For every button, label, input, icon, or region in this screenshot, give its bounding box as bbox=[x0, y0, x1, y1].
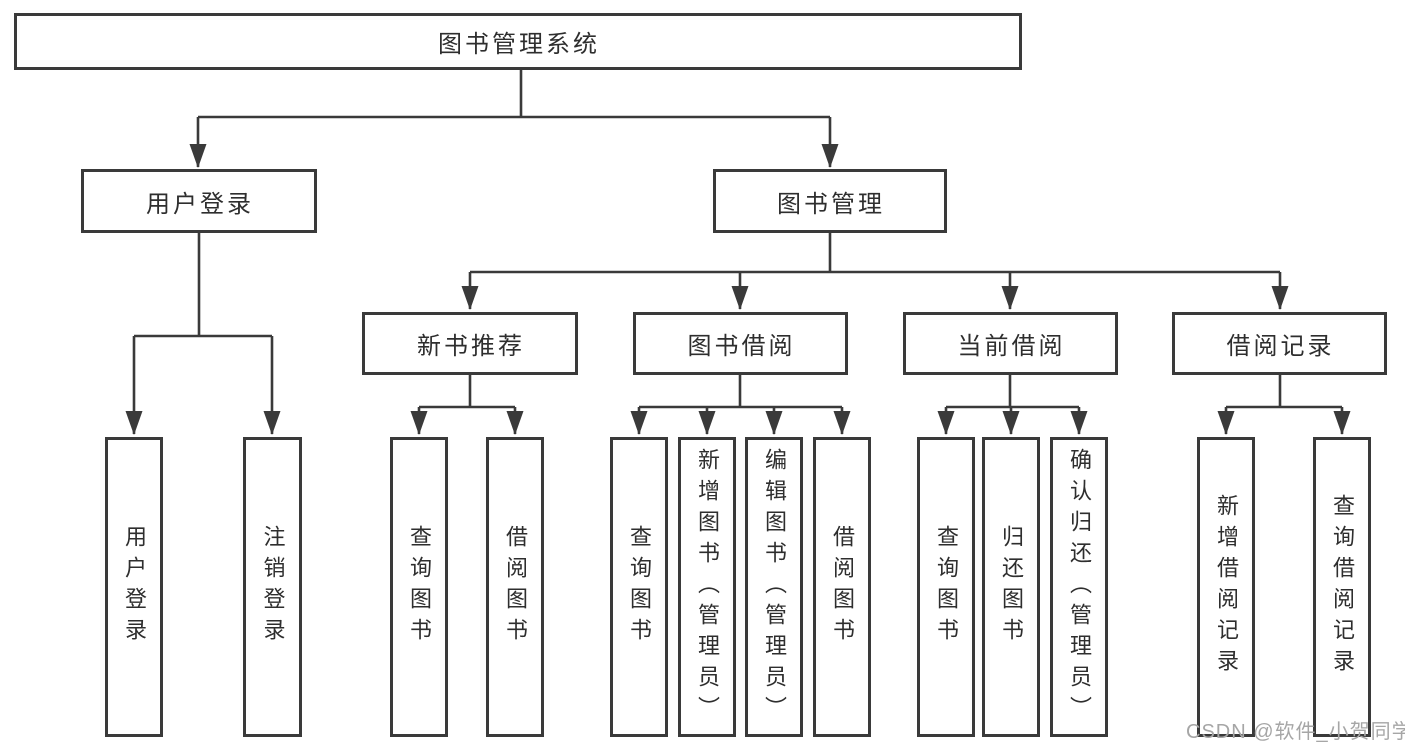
node-current-borrowing: 当前借阅 bbox=[903, 312, 1118, 375]
node-label: 注销登录 bbox=[260, 525, 286, 649]
leaf-query-borrow-record: 查询借阅记录 bbox=[1313, 437, 1371, 737]
node-user-login: 用户登录 bbox=[81, 169, 317, 233]
leaf-edit-books-admin: 编辑图书（管理员） bbox=[745, 437, 803, 737]
csdn-watermark: CSDN @软件_小贺同学 bbox=[1186, 721, 1405, 743]
leaf-logout: 注销登录 bbox=[243, 437, 302, 737]
node-label: 用户登录 bbox=[146, 190, 254, 218]
leaf-query-books-3: 查询图书 bbox=[917, 437, 975, 737]
node-label: 借阅图书 bbox=[830, 525, 855, 649]
leaf-query-books-2: 查询图书 bbox=[610, 437, 668, 737]
leaf-return-books: 归还图书 bbox=[982, 437, 1040, 737]
node-label: 当前借阅 bbox=[957, 333, 1066, 360]
node-label: 图书借阅 bbox=[687, 333, 796, 360]
node-label: 图书管理系统 bbox=[438, 31, 600, 58]
leaf-user-login: 用户登录 bbox=[105, 437, 163, 737]
node-label: 借阅记录 bbox=[1226, 333, 1335, 360]
node-book-borrowing: 图书借阅 bbox=[633, 312, 848, 375]
node-borrowing-records: 借阅记录 bbox=[1172, 312, 1387, 375]
node-library-management-system: 图书管理系统 bbox=[14, 13, 1022, 70]
node-label: 新增图书（管理员） bbox=[695, 447, 720, 727]
leaf-borrow-books-1: 借阅图书 bbox=[486, 437, 544, 737]
node-label: 查询借阅记录 bbox=[1330, 494, 1355, 680]
node-label: 查询图书 bbox=[407, 525, 432, 649]
node-new-book-recommendation: 新书推荐 bbox=[362, 312, 578, 375]
node-label: 查询图书 bbox=[934, 525, 959, 649]
node-label: 新书推荐 bbox=[417, 333, 525, 360]
node-label: 图书管理 bbox=[777, 190, 885, 218]
node-label: 编辑图书（管理员） bbox=[762, 447, 787, 727]
leaf-confirm-return-admin: 确认归还（管理员） bbox=[1050, 437, 1108, 737]
leaf-query-books-1: 查询图书 bbox=[390, 437, 448, 737]
node-label: 归还图书 bbox=[999, 525, 1024, 649]
leaf-borrow-books-2: 借阅图书 bbox=[813, 437, 871, 737]
leaf-add-borrow-record: 新增借阅记录 bbox=[1197, 437, 1255, 737]
node-label: 查询图书 bbox=[627, 525, 652, 649]
node-label: 新增借阅记录 bbox=[1214, 494, 1239, 680]
node-label: 借阅图书 bbox=[503, 525, 528, 649]
node-label: 用户登录 bbox=[122, 525, 147, 649]
node-label: 确认归还（管理员） bbox=[1067, 447, 1092, 727]
node-book-management: 图书管理 bbox=[713, 169, 947, 233]
leaf-add-books-admin: 新增图书（管理员） bbox=[678, 437, 736, 737]
